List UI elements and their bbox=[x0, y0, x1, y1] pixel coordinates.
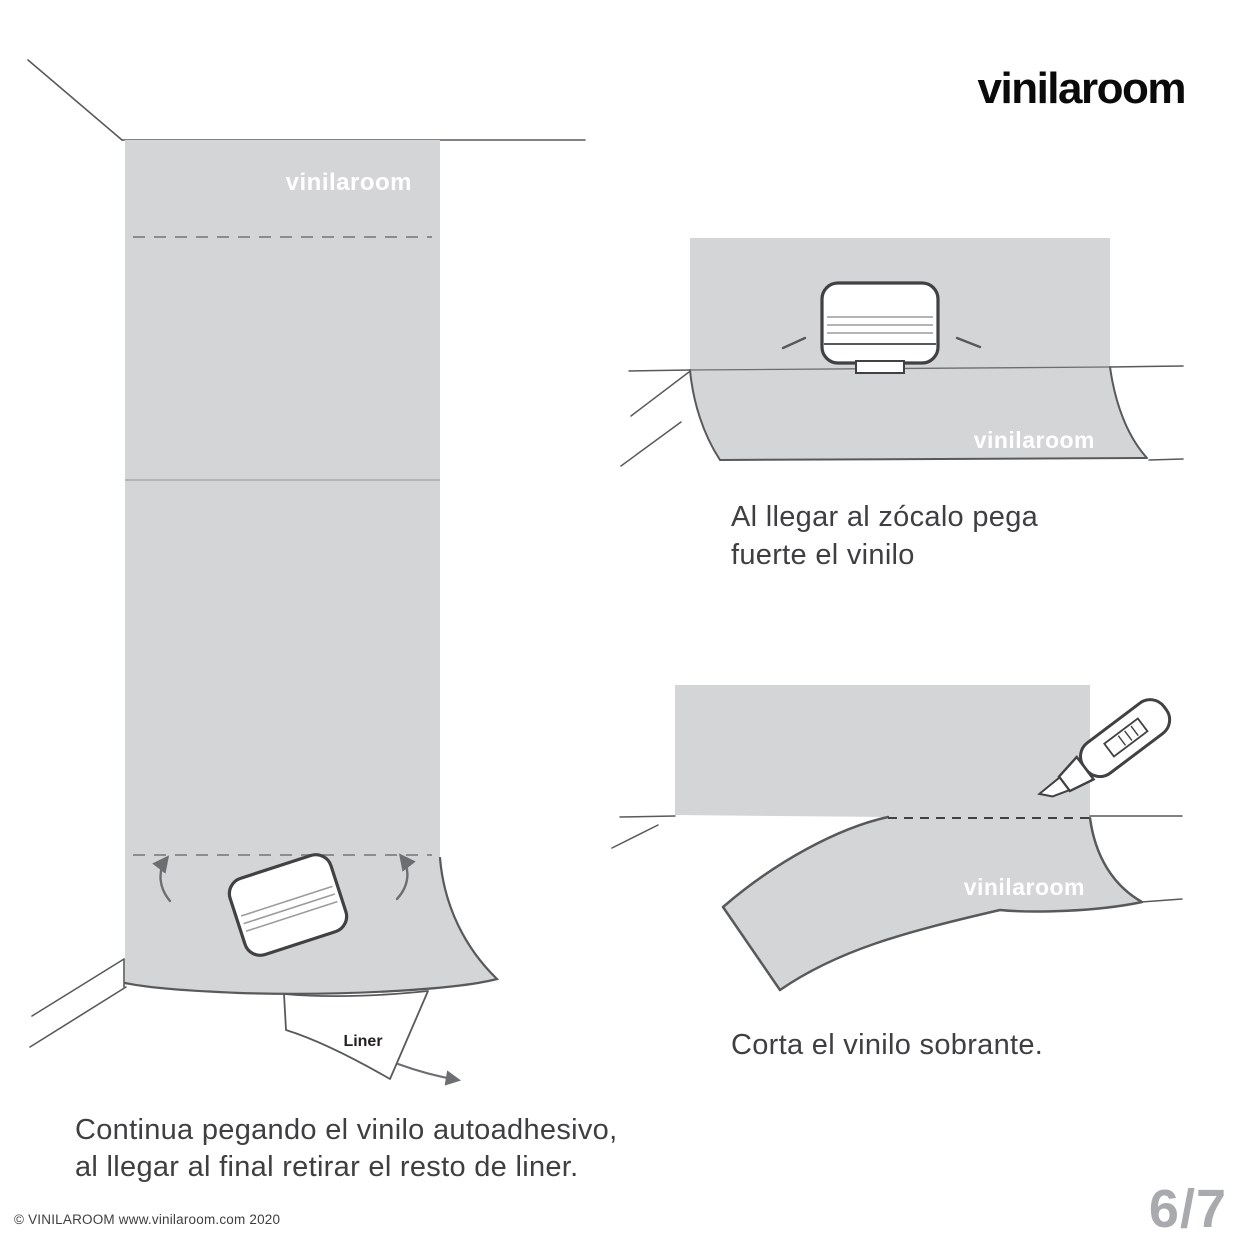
vinyl-watermark-cutting: vinilaroom bbox=[964, 874, 1085, 900]
fold-guide-lines bbox=[125, 236, 440, 856]
baseboard-caption: Al llegar al zócalo pega fuerte el vinil… bbox=[731, 498, 1038, 574]
liner-flap bbox=[283, 990, 429, 1080]
brand-logo: vinilaroom bbox=[977, 64, 1187, 113]
liner-arrow-icon bbox=[396, 1062, 462, 1086]
vinyl-strip bbox=[125, 140, 497, 994]
copyright-note: © VINILAROOM www.vinilaroom.com 2020 bbox=[14, 1212, 281, 1227]
arrow-up-left-icon bbox=[152, 855, 172, 903]
vinyl-sheet-with-excess bbox=[675, 685, 1142, 990]
squeegee-icon bbox=[820, 281, 940, 374]
excess-band-edge bbox=[721, 815, 1144, 992]
vinyl-curl-edge bbox=[689, 366, 1148, 461]
smoothing-arrows bbox=[152, 853, 416, 903]
pressure-tick-marks bbox=[781, 336, 982, 350]
cutting-illustration: vinilaroom bbox=[611, 685, 1183, 992]
baseboard-illustration: vinilaroom bbox=[620, 238, 1184, 467]
page-number: 6/7 bbox=[1148, 1179, 1227, 1239]
cutting-caption: Corta el vinilo sobrante. bbox=[731, 1026, 1043, 1064]
strip-caption-line2: al llegar al final retirar el resto de l… bbox=[75, 1151, 579, 1183]
liner-label: Liner bbox=[343, 1033, 382, 1050]
vinyl-watermark-left: vinilaroom bbox=[286, 169, 412, 196]
strip-caption: Continua pegando el vinilo autoadhesivo,… bbox=[75, 1112, 617, 1186]
cutter-knife-icon bbox=[1037, 698, 1172, 798]
strip-caption-line1: Continua pegando el vinilo autoadhesivo, bbox=[75, 1114, 618, 1146]
vinyl-strip-illustration: vinilaroom Liner bbox=[27, 59, 586, 1086]
wall-corner-lines bbox=[27, 59, 586, 141]
vinyl-peel-edge bbox=[123, 856, 500, 995]
vinyl-watermark-baseboard: vinilaroom bbox=[974, 427, 1095, 453]
wall-corner-lines bbox=[611, 815, 1183, 903]
wall-corner-lines bbox=[620, 365, 1184, 467]
baseboard-caption-line1: Al llegar al zócalo pega bbox=[731, 501, 1039, 533]
cutting-caption-line: Corta el vinilo sobrante. bbox=[731, 1029, 1044, 1061]
squeegee-icon bbox=[227, 853, 349, 957]
baseboard-caption-line2: fuerte el vinilo bbox=[731, 539, 915, 571]
arrow-up-right-icon bbox=[395, 853, 416, 901]
floor-corner-lines bbox=[29, 958, 127, 1048]
